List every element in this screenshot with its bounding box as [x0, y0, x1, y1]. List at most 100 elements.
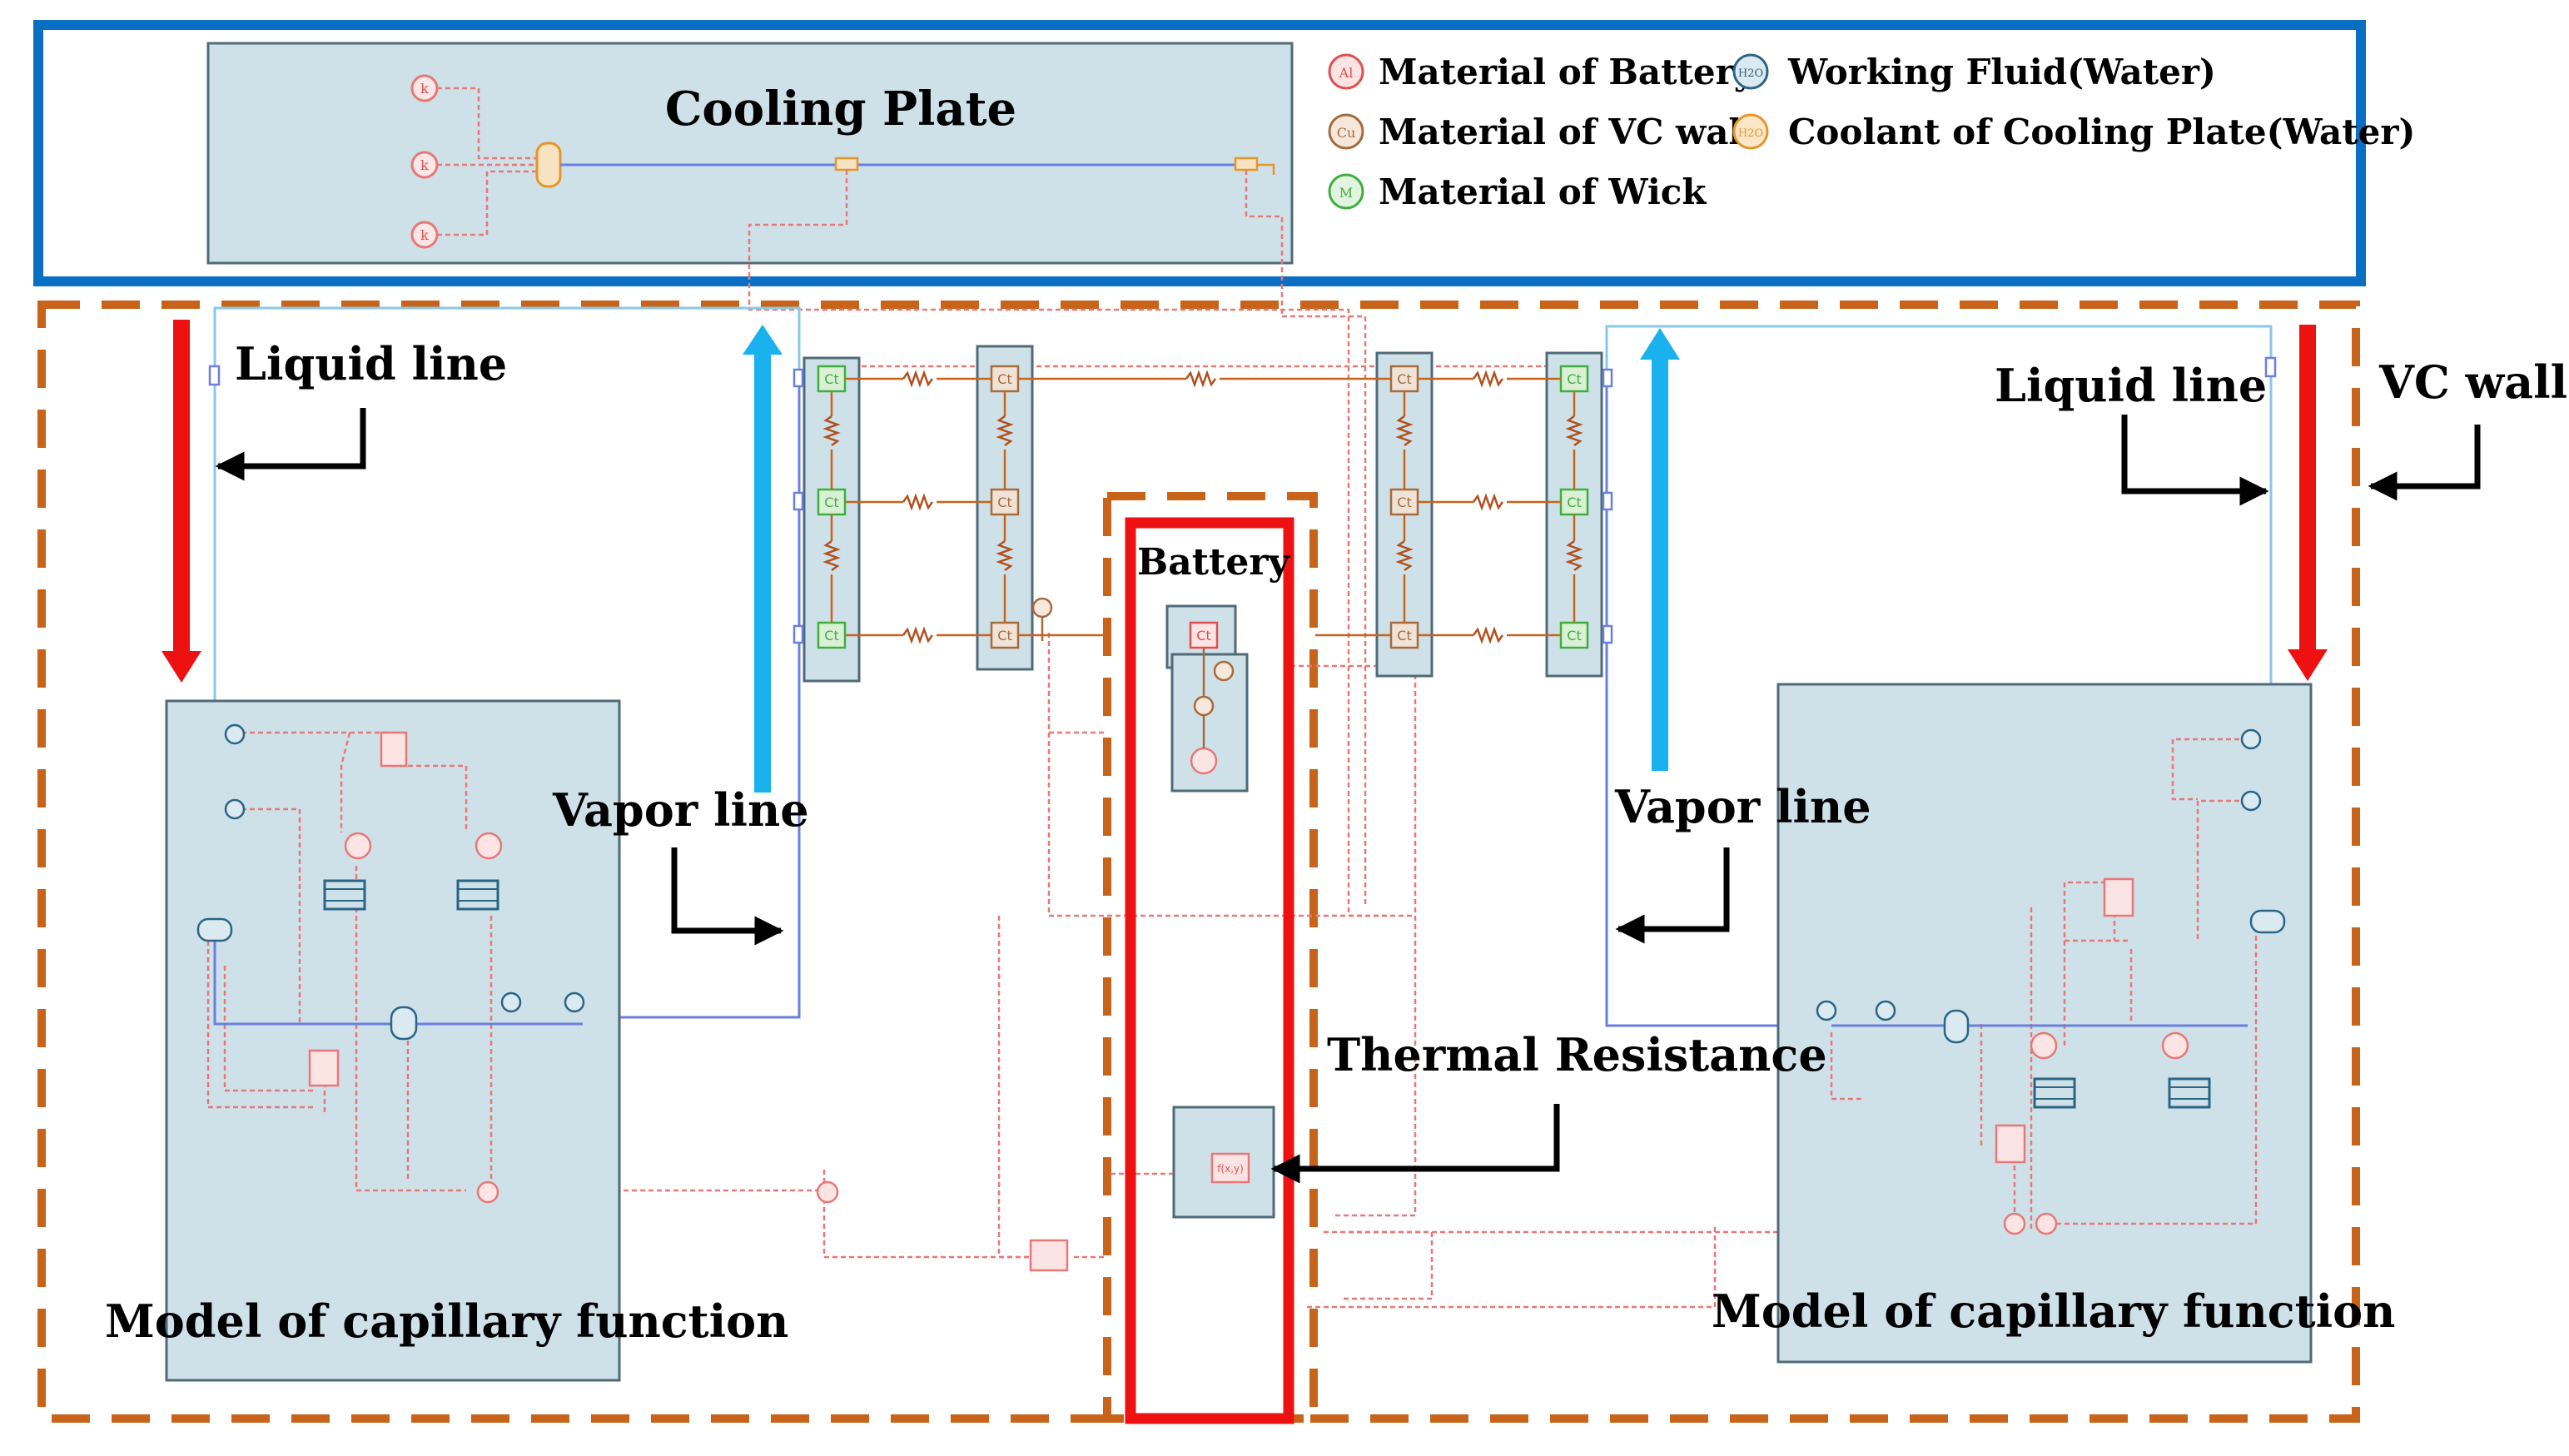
- liquid-line-left-callout: [215, 408, 366, 481]
- capillary-model-left: [165, 699, 839, 1382]
- cooling-plate-frame: [33, 20, 2366, 286]
- resistor-icon: [1565, 539, 1583, 572]
- volume-chamber-icon: [196, 917, 233, 942]
- svg-text:Ct: Ct: [997, 371, 1011, 387]
- function-block-icon: [1210, 1152, 1250, 1184]
- cooling-plate-title: Cooling Plate: [665, 82, 1016, 137]
- svg-text:Material of VC wall: Material of VC wall: [1379, 112, 1755, 152]
- function-block-icon: [2103, 877, 2134, 917]
- pressure-port-icon: [224, 798, 246, 820]
- battery-node: Ct: [1189, 621, 1219, 649]
- legend-item-working-fluid: H2O Working Fluid(Water): [1732, 52, 2216, 92]
- sensor-icon: [1875, 1000, 1896, 1021]
- battery-label: Battery: [1137, 541, 1291, 584]
- svg-text:Working Fluid(Water): Working Fluid(Water): [1787, 52, 2216, 92]
- wick-node: Ct: [817, 621, 847, 649]
- svg-text:Ct: Ct: [997, 628, 1011, 644]
- resistor-icon: [822, 415, 841, 447]
- sensor-icon: k: [410, 151, 439, 179]
- svg-text:Ct: Ct: [997, 494, 1011, 510]
- vapor-flow-arrow-left: [743, 325, 783, 793]
- resistor-icon: [996, 539, 1014, 572]
- resistor-icon: [1472, 370, 1504, 388]
- liquid-line-right-label: Liquid line: [1995, 359, 2267, 412]
- heat-source-icon: [475, 832, 503, 860]
- legend-item-vc-wall-material: Cu Material of VC wall: [1328, 112, 1755, 152]
- legend: Al Material of Battery Cu Material of VC…: [1328, 52, 2415, 212]
- svg-text:f(x,y): f(x,y): [1217, 1163, 1244, 1175]
- resistor-icon: [996, 415, 1014, 447]
- thermal-resistance-block: f(x,y): [1172, 1106, 1275, 1219]
- heat-flow-source-icon: [1190, 747, 1218, 775]
- resistor-icon: [1472, 626, 1504, 644]
- legend-item-coolant: H2O Coolant of Cooling Plate(Water): [1732, 112, 2415, 152]
- svg-text:Ct: Ct: [1397, 371, 1411, 387]
- resistor-icon: [1565, 415, 1583, 447]
- labels: Liquid line Liquid line VC wall Vapor li…: [105, 337, 2567, 1348]
- vc-wall-callout: [2368, 425, 2481, 501]
- svg-text:Ct: Ct: [1567, 494, 1581, 510]
- svg-text:Coolant of Cooling Plate(Water: Coolant of Cooling Plate(Water): [1788, 112, 2415, 152]
- svg-text:H2O: H2O: [1738, 67, 1763, 80]
- svg-text:M: M: [1339, 185, 1353, 201]
- pressure-port-icon: [2240, 790, 2262, 812]
- conduction-links: [830, 377, 1576, 637]
- vapor-line-left-label: Vapor line: [552, 783, 809, 837]
- liquid-flow-arrow-right: [2288, 325, 2328, 681]
- vc-wall-label: VC wall: [2378, 355, 2567, 409]
- sensor-icon: k: [410, 221, 439, 249]
- sensor-icon: [1193, 695, 1215, 717]
- wall-node: Ct: [990, 488, 1020, 516]
- capillary-model-right: [1776, 683, 2313, 1364]
- callout-arrows: [215, 408, 2481, 1184]
- heat-exchanger-icon: [2168, 1077, 2211, 1109]
- heat-exchanger-icon: [2033, 1077, 2076, 1109]
- svg-text:Ct: Ct: [1397, 628, 1411, 644]
- sensor-icon: k: [410, 74, 439, 102]
- coolant-source-block: [535, 142, 562, 188]
- vapor-line-left-callout: [671, 847, 784, 946]
- wick-node: Ct: [817, 488, 847, 516]
- battery-model: Ct: [1165, 604, 1249, 793]
- function-block-icon: [380, 731, 408, 768]
- temperature-sensor-icon: [1031, 597, 1053, 641]
- divide-block-icon: [1029, 1239, 1069, 1272]
- svg-text:Ct: Ct: [824, 494, 838, 510]
- wall-node: Ct: [1389, 621, 1419, 649]
- svg-text:k: k: [420, 157, 429, 173]
- capillary-panel-right: [1776, 683, 2313, 1364]
- heat-exchanger-icon: [456, 879, 499, 911]
- function-block-icon: [308, 1049, 340, 1087]
- sensor-icon: [1816, 1000, 1837, 1021]
- capillary-left-label: Model of capillary function: [105, 1294, 788, 1348]
- summation-icon: [2035, 1212, 2058, 1235]
- liquid-flow-arrow-left: [161, 320, 201, 683]
- resistor-icon: [1185, 370, 1217, 388]
- pressure-port-icon: [2240, 728, 2262, 750]
- resistor-icon: [822, 539, 841, 572]
- heat-source-icon: [2161, 1031, 2189, 1060]
- resistor-icon: [902, 626, 934, 644]
- vapor-line-right-callout: [1615, 847, 1730, 944]
- thermal-resistance-callout: [1270, 1104, 1560, 1184]
- liquid-line-right-callout: [2121, 415, 2269, 506]
- liquid-line-left-label: Liquid line: [235, 337, 507, 390]
- resistor-icon: [1395, 415, 1414, 447]
- coolant-port: [1234, 157, 1259, 171]
- wall-node: Ct: [990, 621, 1020, 649]
- wick-node: Ct: [1559, 365, 1589, 393]
- wall-node: Ct: [1389, 365, 1419, 393]
- sensor-icon: [500, 991, 522, 1013]
- volume-chamber-icon: [2249, 909, 2286, 934]
- legend-item-battery-material: Al Material of Battery: [1328, 52, 1756, 92]
- liquid-line-left-path: [213, 306, 801, 379]
- sensor-icon: [564, 991, 585, 1013]
- pump-icon: [1943, 1009, 1970, 1044]
- pump-icon: [390, 1006, 418, 1041]
- svg-text:Ct: Ct: [1567, 628, 1581, 644]
- wall-node: Ct: [990, 365, 1020, 393]
- cooling-plate-panel: [206, 42, 1294, 265]
- svg-text:Ct: Ct: [824, 371, 838, 387]
- cooling-plate-network: k k k: [410, 74, 1284, 316]
- summation-icon: [816, 1180, 839, 1204]
